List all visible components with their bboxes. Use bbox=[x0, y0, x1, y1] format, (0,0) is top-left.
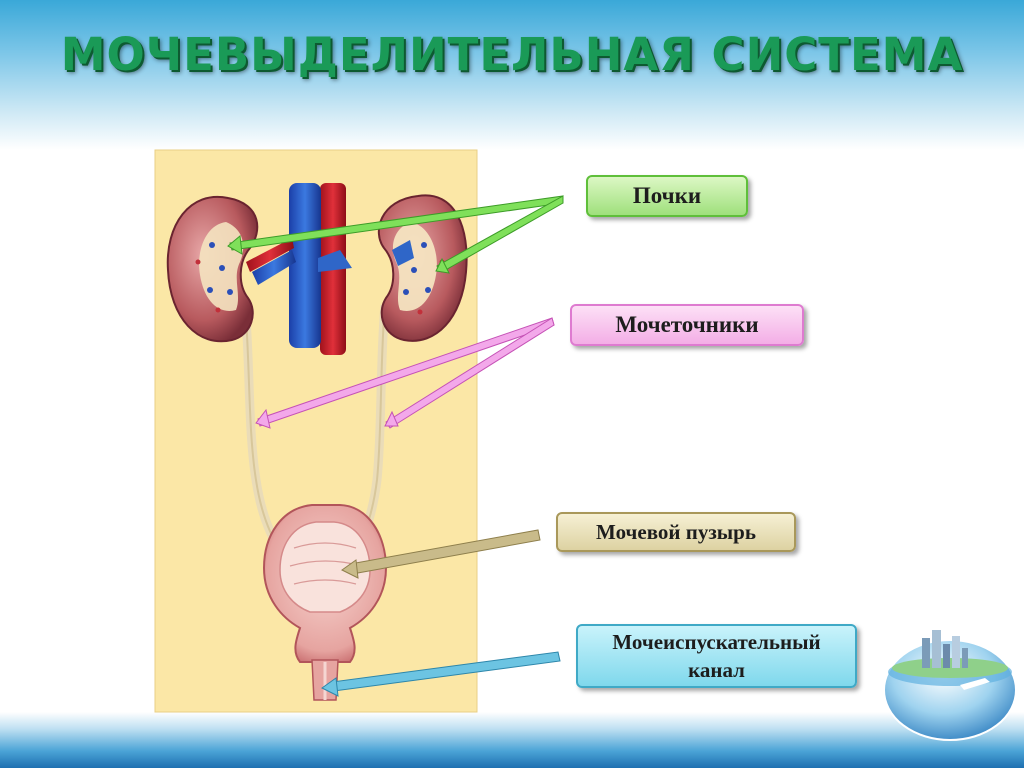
ureters-label: Мочеточники bbox=[570, 304, 804, 346]
kidneys-label-text: Почки bbox=[632, 183, 702, 208]
header-gradient bbox=[0, 0, 1024, 150]
bladder-pointer-arrow bbox=[341, 529, 541, 579]
urethra-label: Мочеиспускательный канал bbox=[576, 624, 857, 688]
urethra-label-line2: канал bbox=[688, 658, 745, 682]
ureters-pointer-arrows bbox=[255, 317, 555, 429]
footer-wave bbox=[0, 712, 1024, 768]
bladder-label-text: Мочевой пузырь bbox=[596, 519, 756, 544]
right-kidney-illustration bbox=[377, 194, 468, 342]
aorta-vena-cava bbox=[246, 183, 352, 355]
urethra-label-line1: Мочеиспускательный bbox=[612, 630, 821, 654]
ureters-label-text: Мочеточники bbox=[615, 312, 759, 337]
kidneys-pointer-arrows bbox=[227, 195, 564, 274]
left-kidney-illustration bbox=[166, 195, 259, 343]
globe-city-icon bbox=[883, 630, 1017, 741]
urethra-pointer-arrow bbox=[321, 651, 561, 697]
slide-title: МОЧЕВЫДЕЛИТЕЛЬНАЯ СИСТЕМА bbox=[60, 28, 964, 81]
kidneys-label: Почки bbox=[586, 175, 748, 217]
bladder-label: Мочевой пузырь bbox=[556, 512, 796, 552]
bladder-illustration bbox=[262, 504, 388, 663]
